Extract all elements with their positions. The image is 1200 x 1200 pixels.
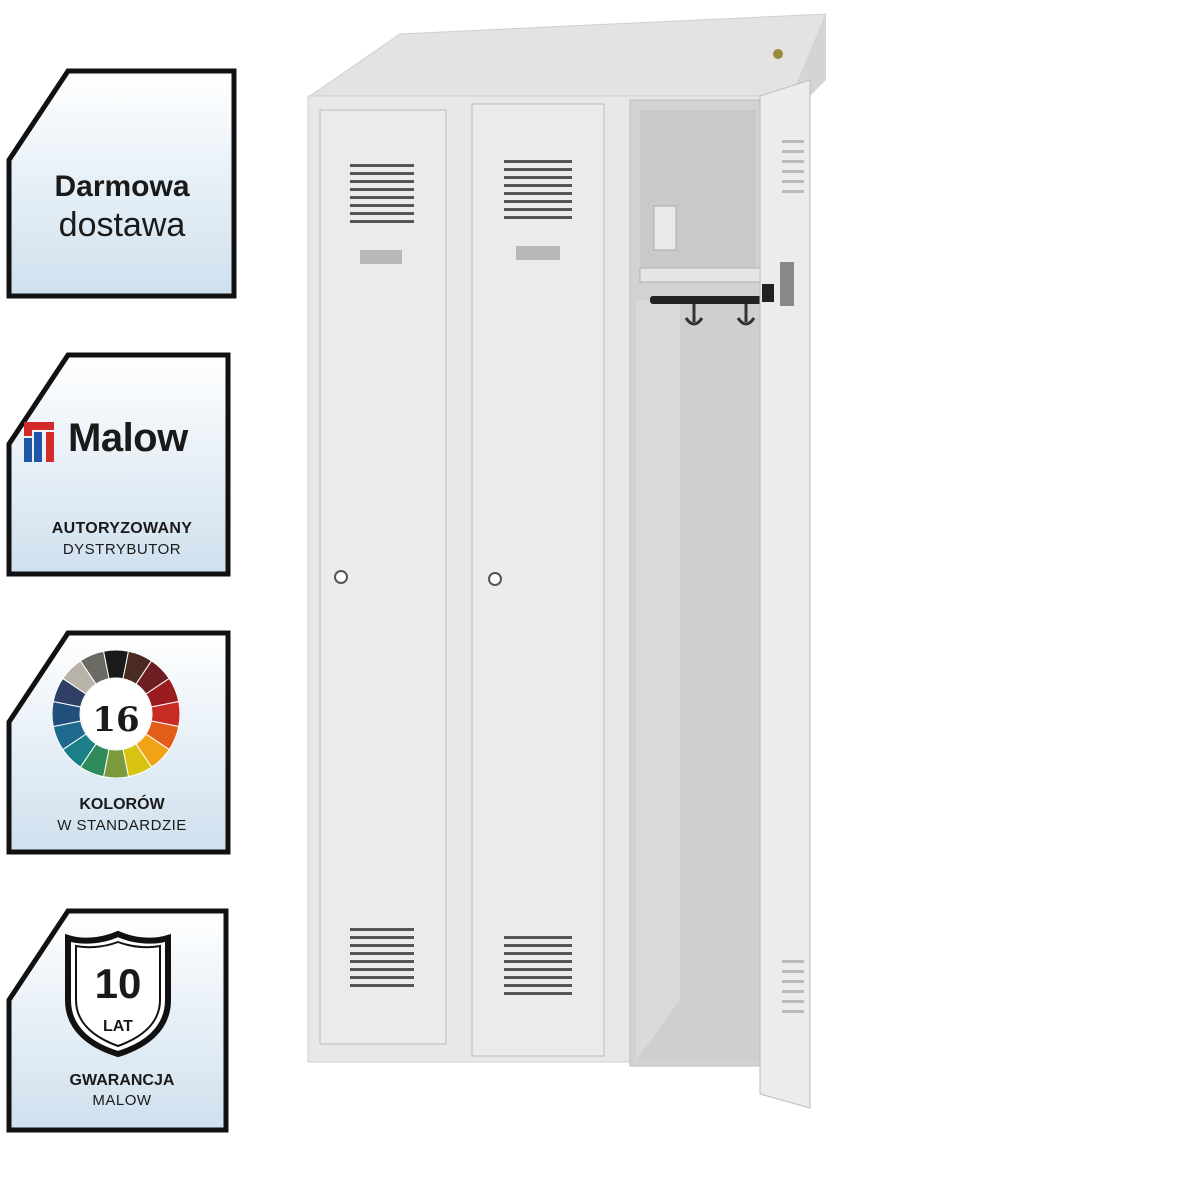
- color-swatch: [79, 650, 110, 685]
- brand-name: Malow: [68, 416, 188, 460]
- colors-line1: KOLORÓW: [79, 796, 165, 813]
- warranty-years: 10: [94, 960, 142, 1007]
- hanging-rail: [650, 296, 762, 304]
- locker-door-1: [319, 109, 447, 1045]
- vent-bottom: [350, 928, 414, 987]
- distributor-line2: DYSTRYBUTOR: [62, 541, 182, 558]
- warranty-badge: 10 LAT GWARANCJA MALOW: [6, 908, 238, 1140]
- distributor-badge: Malow AUTORYZOWANY DYSTRYBUTOR: [6, 352, 238, 584]
- colors-badge: 16 KOLORÓW W STANDARDZIE: [6, 630, 238, 862]
- shelf-bracket: [653, 205, 677, 251]
- door-latch: [762, 284, 774, 302]
- lock: [334, 570, 348, 584]
- color-wheel: [52, 650, 180, 778]
- hat-shelf: [639, 267, 769, 283]
- open-door-3: [759, 79, 811, 1109]
- vent-top: [350, 164, 414, 223]
- colors-line2: W STANDARDZIE: [57, 817, 187, 834]
- shield-icon: [65, 930, 171, 1058]
- door-handle: [780, 262, 794, 306]
- lock: [488, 572, 502, 586]
- locker-door-2: [471, 103, 605, 1057]
- wheel-center: [81, 679, 151, 749]
- label-holder: [516, 246, 560, 260]
- delivery-badge: Darmowa dostawa: [6, 68, 238, 300]
- coat-hook: [736, 304, 756, 326]
- malow-logo: [24, 422, 54, 462]
- roof-screw: [773, 49, 783, 59]
- distributor-line1: AUTORYZOWANY: [51, 520, 193, 537]
- label-holder: [360, 250, 402, 264]
- badge-frame: [6, 68, 237, 299]
- delivery-subtitle: dostawa: [58, 206, 186, 244]
- coat-hook: [684, 304, 704, 326]
- locker-roof: [308, 13, 827, 97]
- open-compartment: [629, 99, 769, 1067]
- locker-image: [307, 13, 827, 1109]
- delivery-title: Darmowa: [54, 170, 190, 203]
- warranty-unit: LAT: [103, 1018, 133, 1035]
- warranty-line1: GWARANCJA: [69, 1072, 175, 1089]
- vent-top: [504, 160, 572, 219]
- vent-bottom: [504, 936, 572, 995]
- warranty-line2: MALOW: [92, 1092, 152, 1109]
- colors-count: 16: [92, 700, 140, 740]
- badge-frame: [6, 352, 231, 577]
